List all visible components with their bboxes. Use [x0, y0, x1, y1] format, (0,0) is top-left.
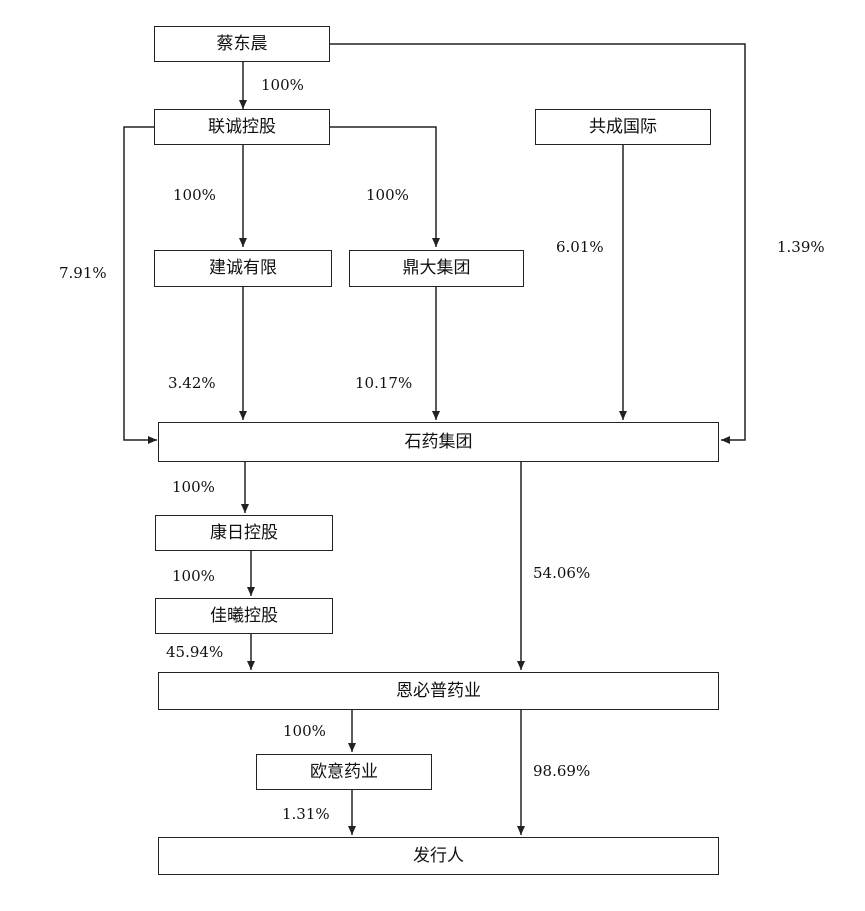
pct-liancheng-jiancheng: 100%: [173, 186, 216, 204]
node-kangri-holding: 康日控股: [155, 515, 333, 551]
node-jiaxi-holding: 佳曦控股: [155, 598, 333, 634]
pct-liancheng-cspc: 7.91%: [59, 264, 107, 282]
pct-jiancheng-cspc: 3.42%: [168, 374, 216, 392]
node-jiancheng-limited: 建诚有限: [154, 250, 332, 287]
node-issuer: 发行人: [158, 837, 719, 875]
node-dingda-group: 鼎大集团: [349, 250, 524, 287]
pct-kangri-jiaxi: 100%: [172, 567, 215, 585]
pct-dingda-cspc: 10.17%: [355, 374, 413, 392]
node-liancheng-holding: 联诚控股: [154, 109, 330, 145]
edge-liancheng-dingda: [330, 126, 440, 247]
edge-liancheng-cspc: [123, 126, 157, 444]
pct-enbipu-ouyi: 100%: [283, 722, 326, 740]
node-ouyi-pharma: 欧意药业: [256, 754, 432, 790]
pct-ouyi-issuer: 1.31%: [282, 805, 330, 823]
pct-cspc-enbipu: 54.06%: [533, 564, 591, 582]
node-enbipu-pharma: 恩必普药业: [158, 672, 719, 710]
node-gongcheng-international: 共成国际: [535, 109, 711, 145]
pct-jiaxi-enbipu: 45.94%: [166, 643, 224, 661]
pct-cai-cspc: 1.39%: [777, 238, 825, 256]
pct-cai-liancheng: 100%: [261, 76, 304, 94]
node-cspc-group: 石药集团: [158, 422, 719, 462]
node-cai-dongchen: 蔡东晨: [154, 26, 330, 62]
pct-cspc-kangri: 100%: [172, 478, 215, 496]
pct-gongcheng-cspc: 6.01%: [556, 238, 604, 256]
edge-cai-cspc: [330, 43, 746, 444]
pct-enbipu-issuer: 98.69%: [533, 762, 591, 780]
pct-liancheng-dingda: 100%: [366, 186, 409, 204]
